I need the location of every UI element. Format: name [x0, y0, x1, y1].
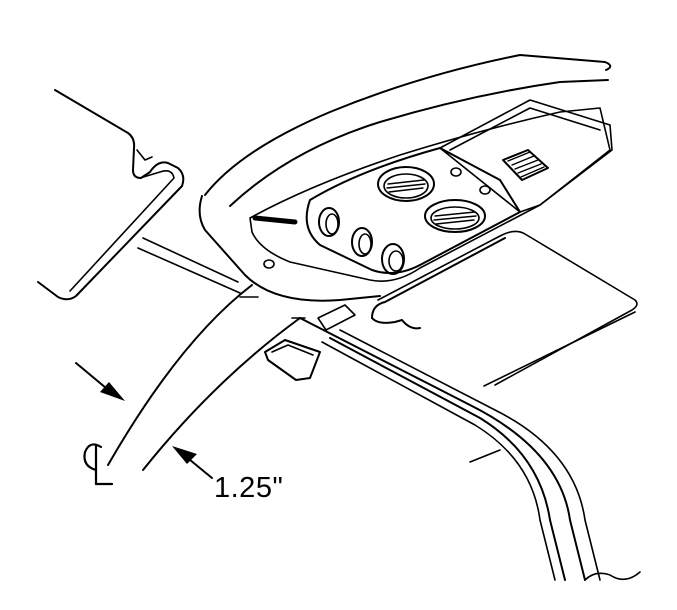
- headliner-trim: [299, 317, 641, 581]
- centerline-arrow: [75, 362, 125, 401]
- overhead-console: [249, 99, 613, 282]
- right-sun-visor: [371, 230, 638, 387]
- centerline-symbol: [83, 443, 114, 486]
- dimension-arrow: [172, 446, 213, 479]
- dimension-geometry: [107, 284, 306, 471]
- left-sun-visor: [37, 89, 185, 301]
- centerline-arc: [107, 284, 253, 466]
- roof-header: [137, 54, 612, 302]
- dimension-label: 1.25": [214, 472, 284, 504]
- console-knobs: [318, 207, 405, 275]
- offset-arc: [142, 317, 301, 471]
- round-vent-lower: [424, 199, 486, 233]
- mounting-tabs: [264, 304, 356, 381]
- round-vent-upper: [377, 166, 435, 202]
- console-grille: [502, 149, 549, 181]
